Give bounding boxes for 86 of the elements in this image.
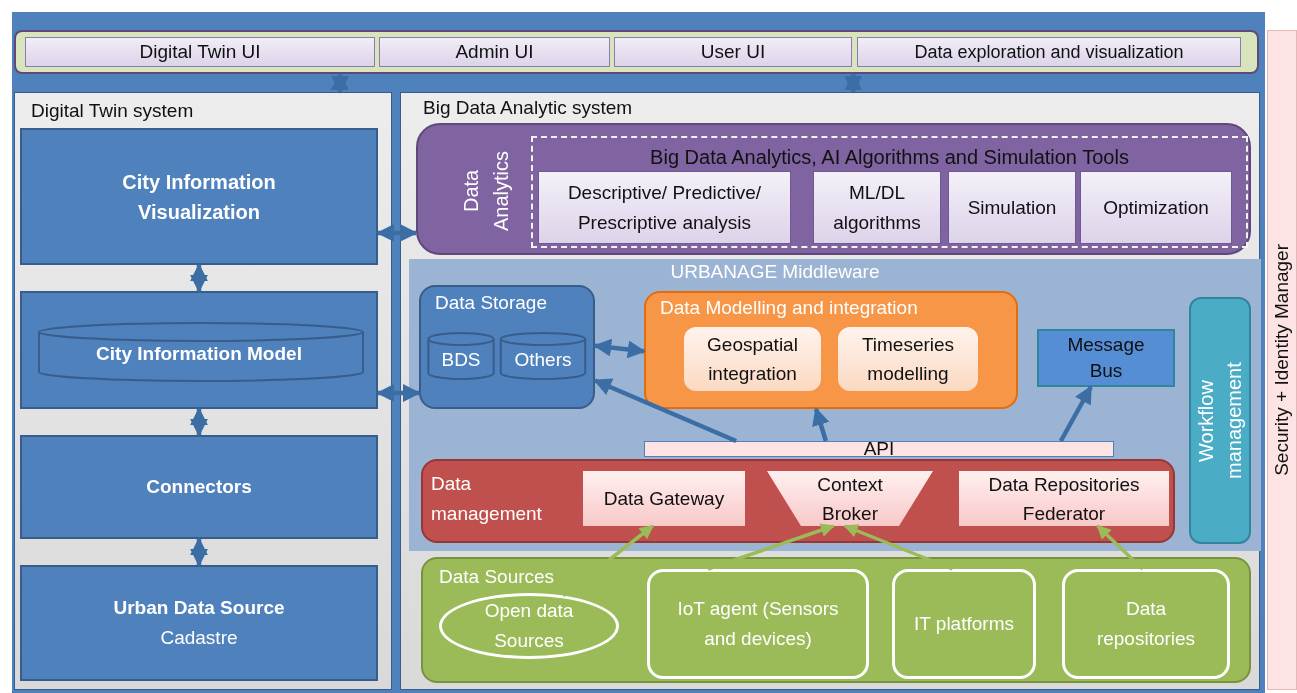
ui-box — [25, 37, 375, 67]
box-label: IT platforms — [914, 612, 1014, 636]
arrow — [330, 72, 350, 94]
database-cylinder — [499, 331, 587, 381]
box-label: Data repositories — [1095, 597, 1197, 651]
source-box — [892, 569, 1036, 679]
ui-box — [614, 37, 852, 67]
panel-title: Digital Twin system — [31, 99, 194, 123]
side-bar — [1267, 30, 1297, 690]
group-panel — [421, 557, 1251, 683]
box-label: Open data Sources — [483, 599, 575, 653]
panel-title: Big Data Analytic system — [423, 96, 633, 120]
dashed-group — [531, 136, 1248, 248]
component-box — [20, 435, 378, 539]
box-label: City Information Model — [96, 341, 302, 366]
box-label: BDS — [441, 347, 481, 372]
bar-label: API — [863, 441, 895, 457]
database-cylinder — [427, 331, 495, 381]
box-label: Data exploration and visualization — [914, 40, 1184, 64]
box-label: Timeseries modelling — [860, 333, 956, 386]
box-label: Connectors — [146, 474, 252, 499]
box-label: User UI — [700, 39, 766, 64]
source-ellipse — [439, 593, 619, 659]
arrow — [593, 338, 646, 359]
api-bar — [644, 441, 1114, 457]
box-label: Admin UI — [455, 39, 534, 64]
box-label: City Information Visualization — [121, 169, 277, 225]
process-box — [838, 327, 978, 391]
component-box — [20, 565, 378, 681]
system-panel — [400, 92, 1260, 690]
ui-box — [857, 37, 1241, 67]
box-label: Urban Data Source — [113, 596, 285, 620]
side-box — [1189, 297, 1251, 544]
tool-box — [538, 171, 791, 244]
box-label: Context Broker — [816, 472, 884, 526]
tool-box — [1080, 171, 1232, 244]
box-label: Others — [514, 347, 572, 372]
box-label: Optimization — [1103, 195, 1209, 220]
arrow — [190, 407, 208, 437]
arrow — [844, 72, 863, 94]
group-panel — [416, 123, 1251, 255]
box-label: ML/DL algorithms — [832, 180, 922, 235]
broker-trapezoid — [767, 471, 933, 526]
process-box — [583, 471, 745, 526]
group-title: Data Analytics — [459, 150, 513, 233]
arrow — [190, 263, 208, 293]
box-label: Message Bus — [1066, 333, 1146, 383]
storage-box — [419, 285, 595, 409]
arrow — [812, 407, 830, 442]
component-box — [20, 291, 378, 409]
process-box — [959, 471, 1169, 526]
box-label: Workflow management — [1194, 361, 1246, 481]
box-label: Geospatial integration — [706, 333, 799, 386]
panel-title: URBANAGE Middleware — [669, 260, 881, 284]
process-box — [684, 327, 821, 391]
box-label: Digital Twin UI — [139, 39, 261, 64]
bus-box — [1037, 329, 1175, 387]
group-title: Data Sources — [439, 565, 555, 589]
bar-label: Security + Identity Manager — [1270, 244, 1293, 476]
box-label: IoT agent (Sensors and devices) — [676, 597, 840, 651]
tool-box — [948, 171, 1076, 244]
middleware-panel — [409, 259, 1261, 551]
source-box — [1062, 569, 1230, 679]
arrow — [1058, 385, 1093, 443]
group-title: Data management — [431, 472, 543, 526]
arrow — [190, 537, 208, 567]
arrow — [376, 383, 421, 402]
group-title: Big Data Analytics, AI Algorithms and Simulation Tools — [649, 145, 1130, 170]
box-label: Data Repositories Federator — [987, 472, 1141, 526]
arrow — [593, 378, 737, 444]
source-box — [647, 569, 869, 679]
group-title: Data Modelling and integration — [660, 296, 918, 320]
arrow — [562, 524, 654, 598]
group-panel — [644, 291, 1018, 409]
group-panel — [421, 459, 1175, 543]
tool-box — [813, 171, 941, 244]
box-label: Descriptive/ Predictive/ Prescriptive analysis — [566, 180, 763, 235]
arrow — [376, 223, 418, 242]
component-box — [20, 128, 378, 265]
system-panel — [14, 92, 392, 690]
box-label: Simulation — [967, 195, 1057, 220]
box-label: Cadastre — [160, 626, 238, 650]
box-title: Data Storage — [435, 291, 547, 315]
box-label: Data Gateway — [603, 487, 725, 511]
ui-box — [379, 37, 610, 67]
ui-bar — [14, 30, 1259, 74]
